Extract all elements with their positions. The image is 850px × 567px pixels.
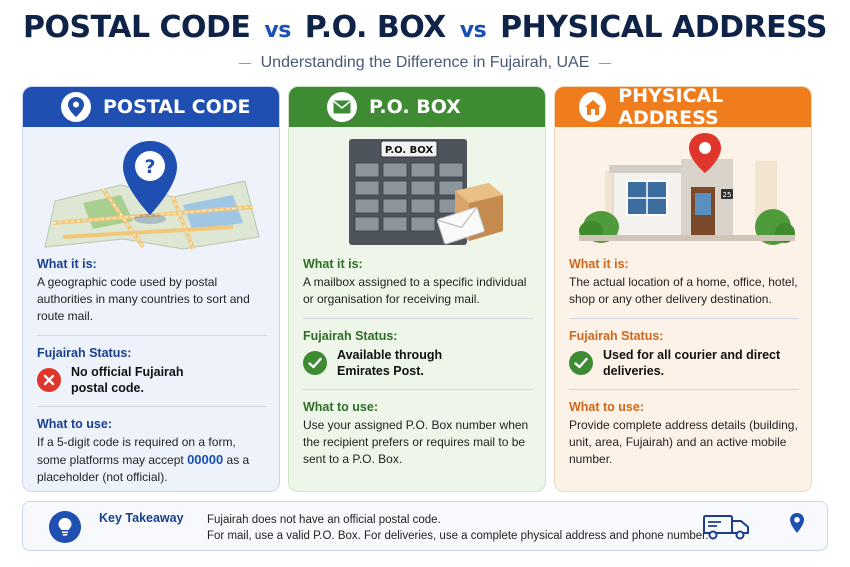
lightbulb-icon [49,511,81,543]
divider [569,318,799,319]
what-it-is-label: What it is: [303,257,363,271]
card-postal-code: POSTAL CODE ? What it is: A geographic c… [22,86,280,492]
card-title: POSTAL CODE [103,96,251,118]
status-text: Available through Emirates Post. [337,348,443,378]
divider [569,389,799,390]
card-po-box: P.O. BOX P.O. BOX What it is: A mailbox … [288,86,546,492]
subtitle-divider-right [599,62,612,64]
what-to-use-text: If a 5-digit code is required on a form,… [37,434,267,486]
card-body-postal-code: What it is: A geographic code used by po… [23,257,279,486]
card-header-postal-code: POSTAL CODE [23,87,279,127]
what-to-use-text: Provide complete address details (buildi… [569,418,798,466]
what-to-use-text: Use your assigned P.O. Box number when t… [303,418,529,466]
title-physical-address: PHYSICAL ADDRESS [500,10,827,45]
what-it-is-text: A mailbox assigned to a specific individ… [303,275,527,306]
status-text: Used for all courier and direct deliveri… [603,348,781,378]
check-circle-icon [303,351,327,375]
location-pin-icon [61,92,91,122]
map-illustration: ? [23,131,279,251]
status-text: No official Fujairah postal code. [71,365,184,395]
title-postal-code: POSTAL CODE [23,10,251,45]
status-row: No official Fujairah postal code. [37,364,267,396]
fujairah-status-label: Fujairah Status: [37,346,132,360]
what-to-use-label: What to use: [37,417,112,431]
card-title: P.O. BOX [369,96,461,118]
card-physical-address: PHYSICAL ADDRESS 25 What it is: The actu… [554,86,812,492]
divider [303,318,533,319]
fujairah-status-label: Fujairah Status: [303,329,398,343]
what-to-use-label: What to use: [569,400,644,414]
po-box-sign: P.O. BOX [385,145,434,156]
key-takeaway-line-2: For mail, use a valid P.O. Box. For deli… [207,530,709,542]
what-it-is-text: The actual location of a home, office, h… [569,275,798,306]
divider [37,335,267,336]
card-body-physical-address: What it is: The actual location of a hom… [555,257,811,468]
card-title: PHYSICAL ADDRESS [618,86,724,129]
mailbox-illustration: P.O. BOX [289,131,545,251]
house-illustration: 25 [555,131,811,251]
page-subtitle: Understanding the Difference in Fujairah… [260,54,590,71]
card-header-po-box: P.O. BOX [289,87,545,127]
svg-text:?: ? [144,156,155,178]
placeholder-code: 00000 [187,452,224,467]
card-body-po-box: What it is: A mailbox assigned to a spec… [289,257,545,468]
location-pin-icon [789,512,805,539]
divider [37,406,267,407]
check-circle-icon [569,351,593,375]
what-it-is-text: A geographic code used by postal authori… [37,275,250,323]
title-vs-1: vs [264,18,291,43]
what-it-is-label: What it is: [569,257,629,271]
key-takeaway-line-1: Fujairah does not have an official posta… [207,514,441,526]
delivery-truck-icon [703,514,751,545]
what-to-use-text-a: If a 5-digit code is required on a form,… [37,435,236,467]
page-title: POSTAL CODE vs P.O. BOX vs PHYSICAL ADDR… [0,10,850,45]
key-takeaway-text: Fujairah does not have an official posta… [207,512,709,544]
key-takeaway-panel: Key Takeaway Fujairah does not have an o… [22,501,828,551]
x-circle-icon [37,368,61,392]
house-number: 25 [723,191,732,199]
card-header-physical-address: PHYSICAL ADDRESS [555,86,811,129]
subtitle-row: Understanding the Difference in Fujairah… [0,54,850,72]
status-row: Available through Emirates Post. [303,347,533,379]
key-takeaway-label: Key Takeaway [99,511,184,525]
title-po-box: P.O. BOX [304,10,447,45]
divider [303,389,533,390]
what-to-use-label: What to use: [303,400,378,414]
what-it-is-label: What it is: [37,257,97,271]
fujairah-status-label: Fujairah Status: [569,329,664,343]
title-vs-2: vs [459,18,487,43]
subtitle-divider-left [238,62,251,64]
status-row: Used for all courier and direct deliveri… [569,347,799,379]
house-icon [579,92,607,122]
what-to-use-text-b: as a placeholder (not official). [37,453,250,484]
envelope-icon [327,92,357,122]
